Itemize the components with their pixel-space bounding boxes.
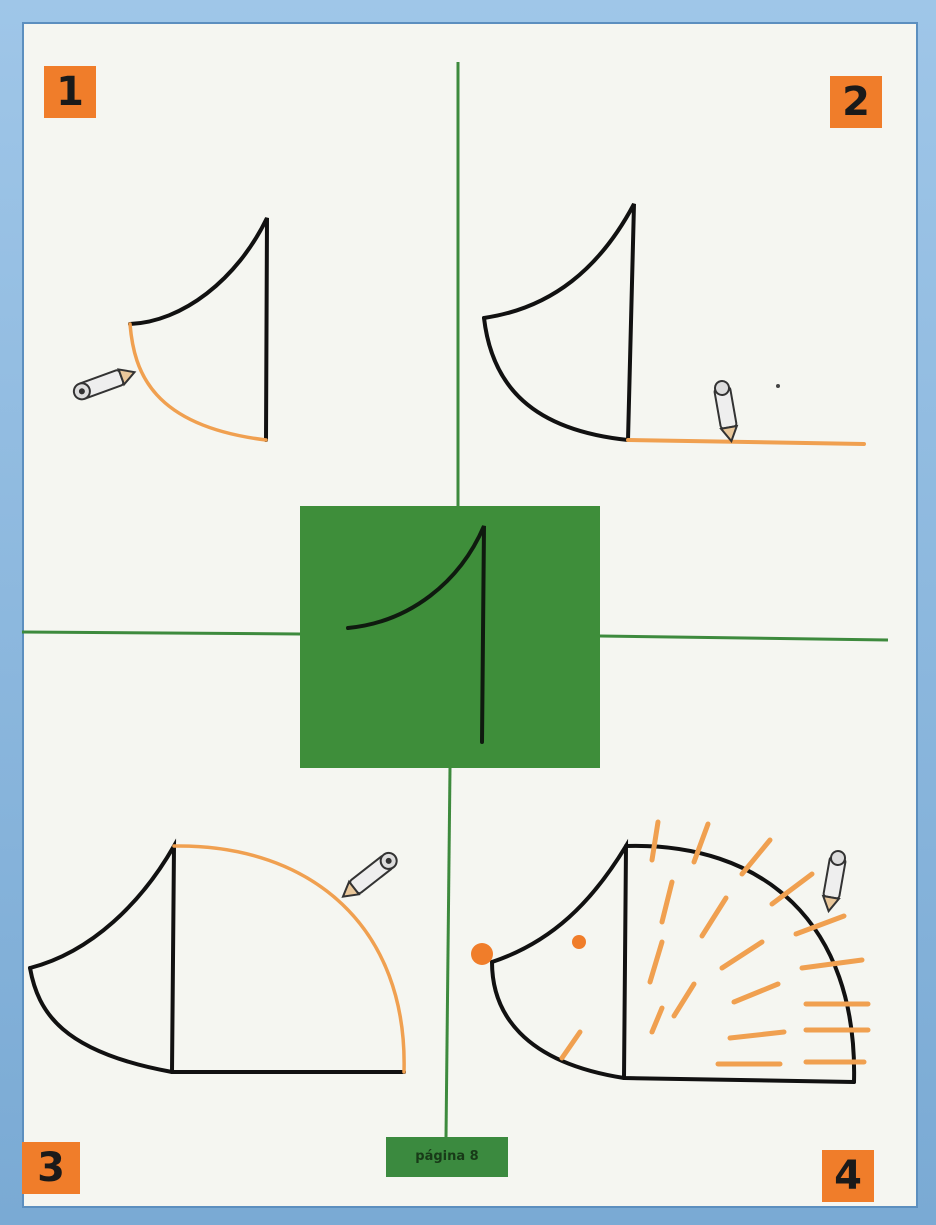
center-stroke-figure: [300, 506, 600, 768]
center-green-square: [300, 506, 600, 768]
step-number-3: 3: [22, 1142, 80, 1194]
hedgehog-eye: [572, 935, 586, 949]
step3-drawing: [30, 846, 404, 1072]
pencil-icon: [72, 365, 138, 402]
horizontal-divider-right: [600, 636, 888, 640]
pencil-icon: [713, 380, 739, 443]
horizontal-divider-left: [22, 632, 300, 634]
step-number-4: 4: [822, 1150, 874, 1202]
step1-drawing: [72, 218, 267, 440]
worksheet-page: 1 2 3 4 página 8: [22, 22, 918, 1208]
pencil-icon: [821, 850, 847, 913]
vertical-divider-bottom: [446, 768, 450, 1137]
hedgehog-nose: [471, 943, 493, 965]
page-number-tag: página 8: [386, 1137, 508, 1177]
step-number-1: 1: [44, 66, 96, 118]
step2-drawing: [484, 204, 864, 444]
step4-drawing: [471, 822, 868, 1082]
step-number-2: 2: [830, 76, 882, 128]
pencil-icon: [338, 850, 400, 903]
